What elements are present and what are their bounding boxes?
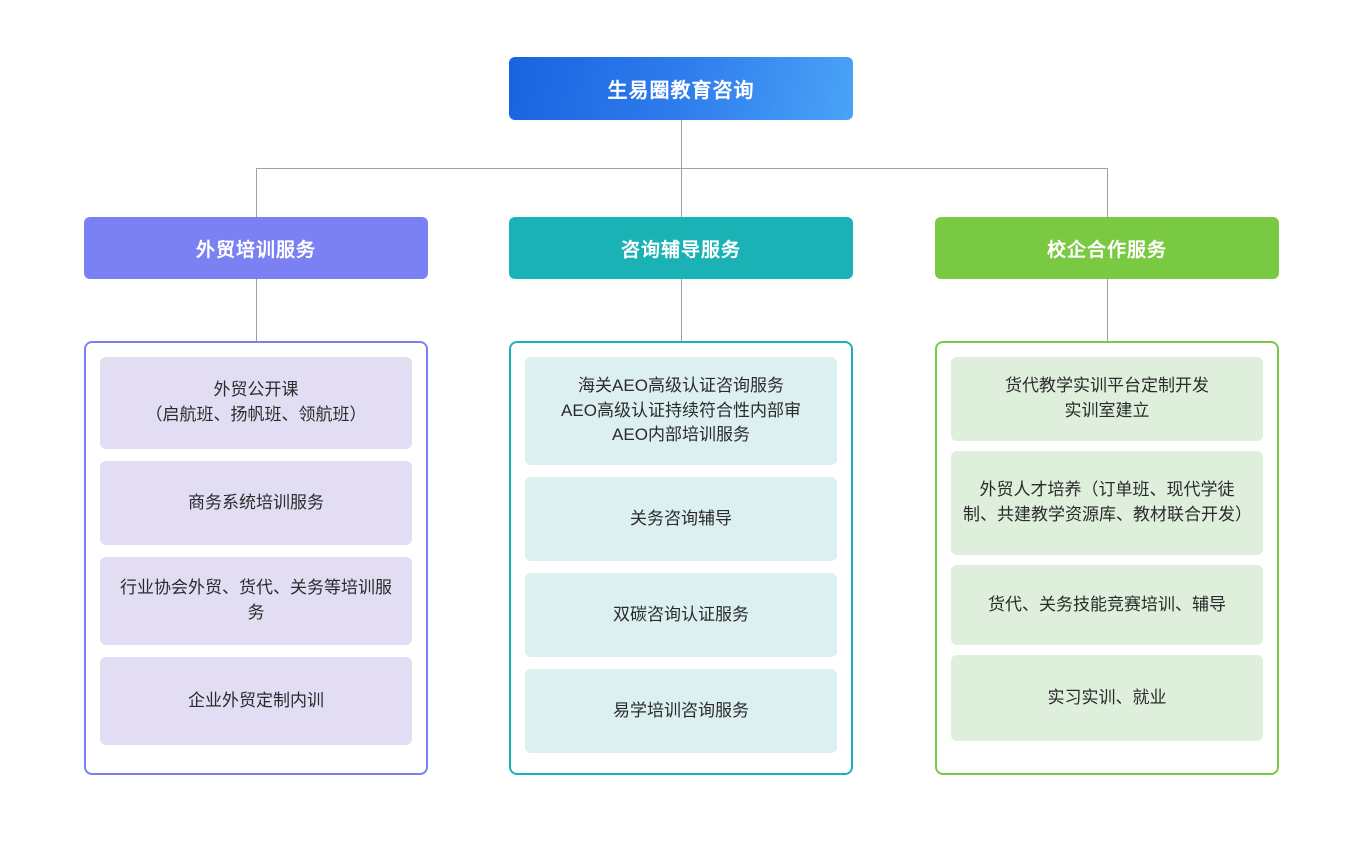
service-item[interactable]: 企业外贸定制内训 xyxy=(100,657,412,745)
category-header-0-label: 外贸培训服务 xyxy=(195,239,316,261)
service-item[interactable]: 海关AEO高级认证咨询服务 AEO高级认证持续符合性内部审 AEO内部培训服务 xyxy=(525,357,837,465)
service-item[interactable]: 关务咨询辅导 xyxy=(525,477,837,561)
service-group-0: 外贸公开课 （启航班、扬帆班、领航班） 商务系统培训服务 行业协会外贸、货代、关… xyxy=(84,341,428,775)
service-item[interactable]: 货代、关务技能竞赛培训、辅导 xyxy=(951,565,1263,645)
category-header-1[interactable]: 咨询辅导服务 xyxy=(509,217,853,279)
connector-header-to-box-2 xyxy=(1107,279,1108,341)
root-node[interactable]: 生易圈教育咨询 xyxy=(509,57,853,120)
category-header-1-label: 咨询辅导服务 xyxy=(620,239,741,261)
connector-header-to-box-1 xyxy=(681,279,682,341)
service-group-2: 货代教学实训平台定制开发 实训室建立 外贸人才培养（订单班、现代学徒制、共建教学… xyxy=(935,341,1279,775)
service-item[interactable]: 行业协会外贸、货代、关务等培训服务 xyxy=(100,557,412,645)
connector-drop-col-2 xyxy=(1107,168,1108,217)
service-item[interactable]: 外贸公开课 （启航班、扬帆班、领航班） xyxy=(100,357,412,449)
root-node-label: 生易圈教育咨询 xyxy=(607,80,755,102)
category-header-2[interactable]: 校企合作服务 xyxy=(935,217,1279,279)
connector-drop-col-1 xyxy=(681,168,682,217)
service-item[interactable]: 外贸人才培养（订单班、现代学徒制、共建教学资源库、教材联合开发） xyxy=(951,451,1263,555)
service-item[interactable]: 易学培训咨询服务 xyxy=(525,669,837,753)
connector-drop-col-0 xyxy=(256,168,257,217)
service-item[interactable]: 实习实训、就业 xyxy=(951,655,1263,741)
service-item[interactable]: 双碳咨询认证服务 xyxy=(525,573,837,657)
category-header-0[interactable]: 外贸培训服务 xyxy=(84,217,428,279)
connector-header-to-box-0 xyxy=(256,279,257,341)
service-group-1: 海关AEO高级认证咨询服务 AEO高级认证持续符合性内部审 AEO内部培训服务 … xyxy=(509,341,853,775)
category-header-2-label: 校企合作服务 xyxy=(1046,239,1167,261)
service-item[interactable]: 货代教学实训平台定制开发 实训室建立 xyxy=(951,357,1263,441)
connector-root-drop xyxy=(681,120,682,168)
service-item[interactable]: 商务系统培训服务 xyxy=(100,461,412,545)
